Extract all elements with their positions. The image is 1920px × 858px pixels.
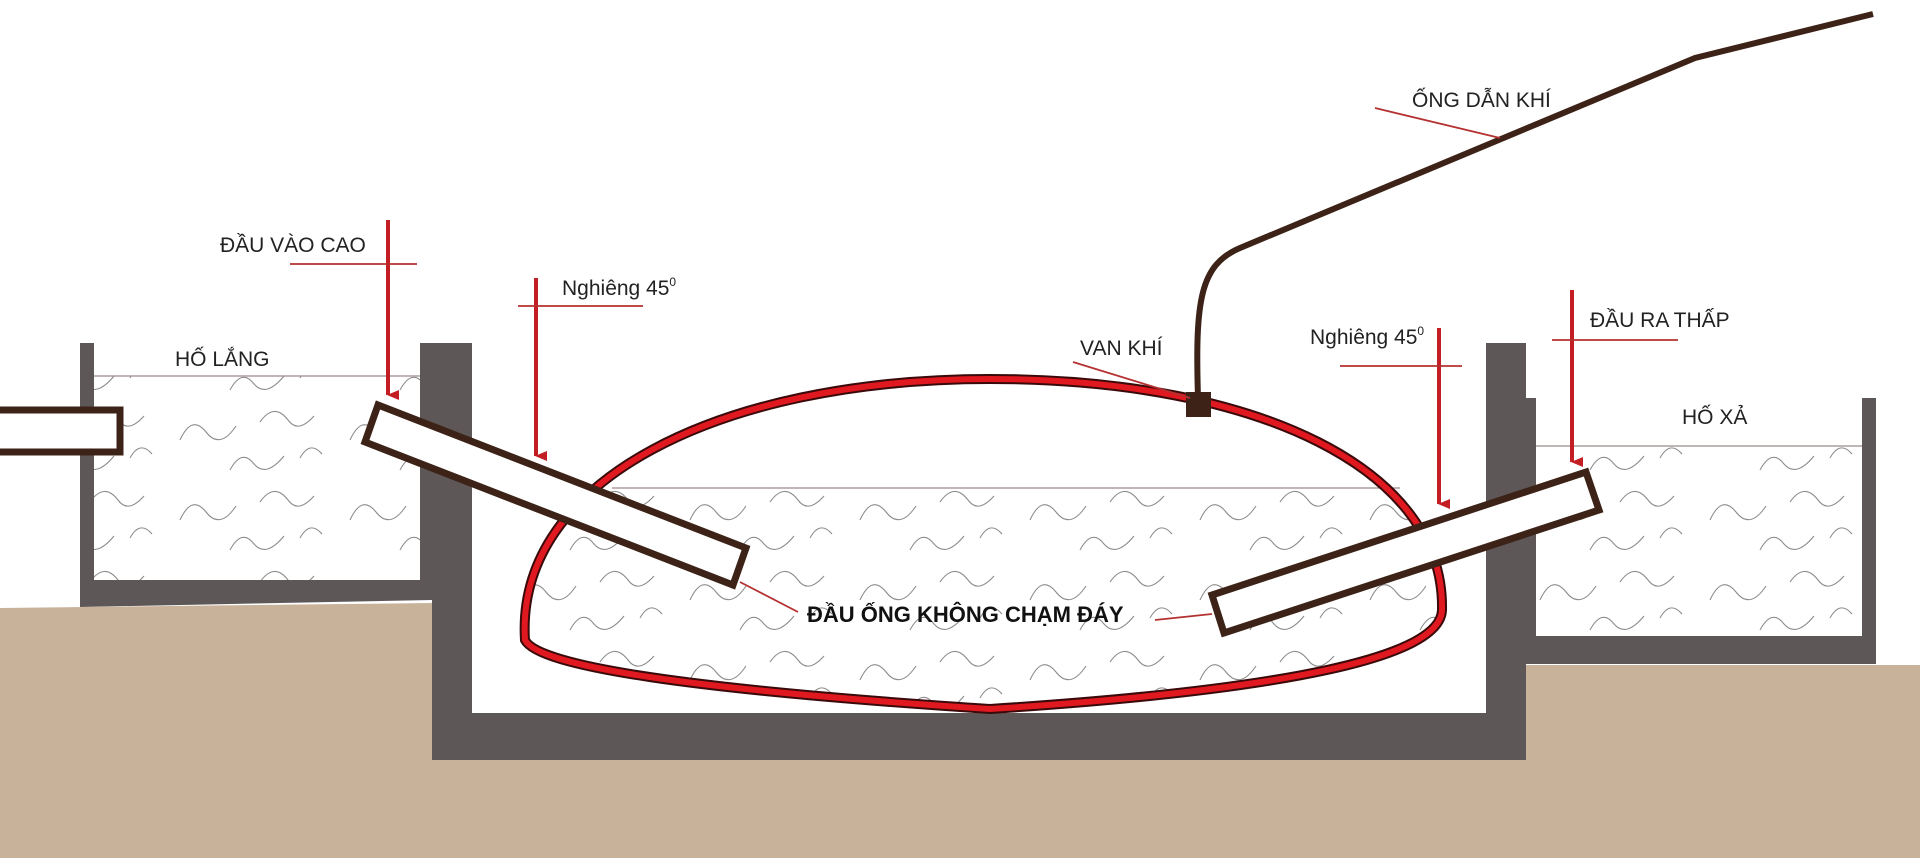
ground	[0, 603, 1920, 858]
indicator-arrows	[386, 220, 1583, 509]
external-inlet-pipe	[0, 406, 124, 456]
inlet-high-label: ĐẦU VÀO CAO	[220, 234, 366, 257]
tilt-left-degree: 0	[669, 275, 676, 289]
inlet-pipe	[360, 400, 751, 590]
digester-tank	[432, 343, 1526, 760]
outlet-pipe	[1207, 467, 1604, 638]
discharge-pit	[1526, 398, 1876, 664]
settling-pit-label: HỐ LẮNG	[175, 347, 270, 371]
gas-valve	[1186, 392, 1211, 417]
gas-pipe-label: ỐNG DẪN KHÍ	[1412, 88, 1551, 112]
tilt-right-label: Nghiêng 450	[1310, 324, 1424, 349]
settling-pit	[80, 343, 432, 607]
tilt-left-label: Nghiêng 450	[562, 275, 676, 300]
pipe-end-note-label: ĐẦU ỐNG KHÔNG CHẠM ĐÁY	[807, 601, 1124, 627]
gas-valve-label: VAN KHÍ	[1080, 337, 1163, 360]
gas-pipe	[1194, 11, 1874, 399]
leader-lines	[290, 107, 1678, 621]
discharge-pit-label: HỐ XẢ	[1682, 405, 1747, 429]
outlet-low-label: ĐẦU RA THẤP	[1590, 309, 1730, 332]
tilt-right-degree: 0	[1417, 324, 1424, 338]
